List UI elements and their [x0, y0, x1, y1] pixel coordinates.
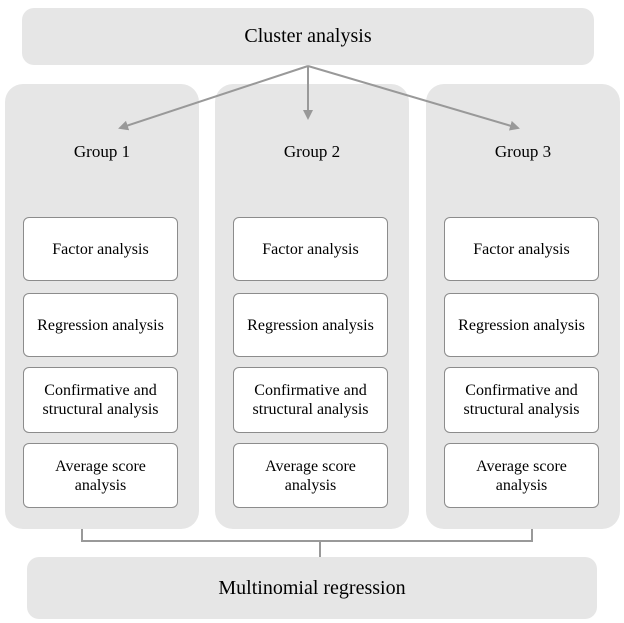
- group-1-panel: Group 1 Factor analysis Regression analy…: [5, 84, 199, 529]
- group-2-confirmative-structural-analysis-box: Confirmative and structural analysis: [233, 367, 388, 433]
- group-2-average-score-analysis-box: Average score analysis: [233, 443, 388, 508]
- group-1-factor-analysis-box: Factor analysis: [23, 217, 178, 281]
- multinomial-regression-label: Multinomial regression: [218, 576, 406, 599]
- group-3-confirmative-structural-analysis-box: Confirmative and structural analysis: [444, 367, 599, 433]
- bottom-bracket: [81, 529, 533, 542]
- group-2-regression-analysis-box: Regression analysis: [233, 293, 388, 357]
- arrow-to-group-1: [118, 65, 309, 131]
- group-2-label: Group 2: [283, 142, 341, 161]
- group-3-panel: Group 3 Factor analysis Regression analy…: [426, 84, 620, 529]
- group-3-label: Group 3: [494, 142, 552, 161]
- group-3-average-score-analysis-box: Average score analysis: [444, 443, 599, 508]
- group-1-confirmative-structural-analysis-box: Confirmative and structural analysis: [23, 367, 178, 433]
- cluster-analysis-box: Cluster analysis: [22, 8, 594, 65]
- group-1-regression-analysis-box: Regression analysis: [23, 293, 178, 357]
- group-1-average-score-analysis-box: Average score analysis: [23, 443, 178, 508]
- arrow-to-group-3: [307, 65, 520, 131]
- cluster-analysis-label: Cluster analysis: [244, 25, 372, 47]
- group-3-factor-analysis-box: Factor analysis: [444, 217, 599, 281]
- group-1-label: Group 1: [73, 142, 131, 161]
- multinomial-regression-box: Multinomial regression: [27, 557, 597, 619]
- group-3-regression-analysis-box: Regression analysis: [444, 293, 599, 357]
- group-2-panel: Group 2 Factor analysis Regression analy…: [215, 84, 409, 529]
- group-2-factor-analysis-box: Factor analysis: [233, 217, 388, 281]
